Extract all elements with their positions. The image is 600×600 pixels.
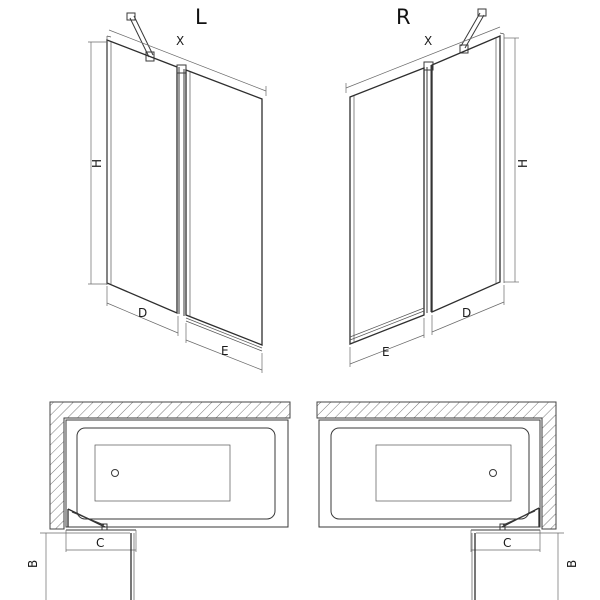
bathtub-right [318,419,541,528]
view-label-right: R [396,5,411,29]
drain-left [111,469,119,477]
right-perspective-view: R [345,5,530,367]
label-h-right: H [516,159,530,168]
dimension-h-left: H [88,41,107,285]
dimension-x-left: X [108,29,267,96]
hinge-profile-left [176,64,187,316]
wall-bracket-left [126,12,155,62]
wall-bracket-right [459,8,487,54]
dimension-e-right: E [349,318,425,367]
label-e-left: E [221,344,229,358]
bathtub-basin-left [94,444,231,502]
return-panel-right [471,533,476,600]
left-perspective-view: L [88,5,267,373]
right-plan-view: C B [316,401,579,600]
dimension-e-left: E [185,323,263,373]
dimension-x-right: X [345,26,501,93]
wall-hatch-left [49,401,291,530]
fixed-glass-panel-right [431,32,505,313]
view-label-left: L [195,5,207,29]
label-e-right: E [382,345,390,359]
label-x-right: X [424,34,432,48]
label-d-left: D [138,306,147,320]
fixed-glass-panel-left [106,35,178,314]
dimension-d-right: D [431,285,505,335]
left-plan-view: C B [26,401,291,600]
swing-glass-panel-right [349,67,425,345]
bathtub-basin-right [375,444,512,502]
label-b-left: B [26,560,40,568]
screen-plan-right [471,507,540,531]
drain-right [489,469,497,477]
label-b-right: B [565,560,579,568]
dimension-c-right: C [470,530,541,552]
dimension-b-right: B [476,532,579,600]
hinge-profile-right [423,61,434,313]
wall-hatch-right [316,401,557,530]
screen-plan-left [66,508,136,531]
swing-glass-panel-left [185,69,263,352]
bathtub-inner-left [76,427,276,520]
label-d-right: D [462,306,471,320]
return-panel-left [130,533,135,600]
dimension-d-left: D [106,286,179,336]
dimension-h-right: H [504,37,530,283]
label-h-left: H [90,159,104,168]
label-c-left: C [96,536,104,550]
label-x-left: X [176,34,184,48]
dimension-c-left: C [65,530,137,552]
bathtub-inner-right [330,427,530,520]
label-c-right: C [503,536,511,550]
bathtub-left [65,419,289,528]
dimension-b-left: B [26,532,130,600]
